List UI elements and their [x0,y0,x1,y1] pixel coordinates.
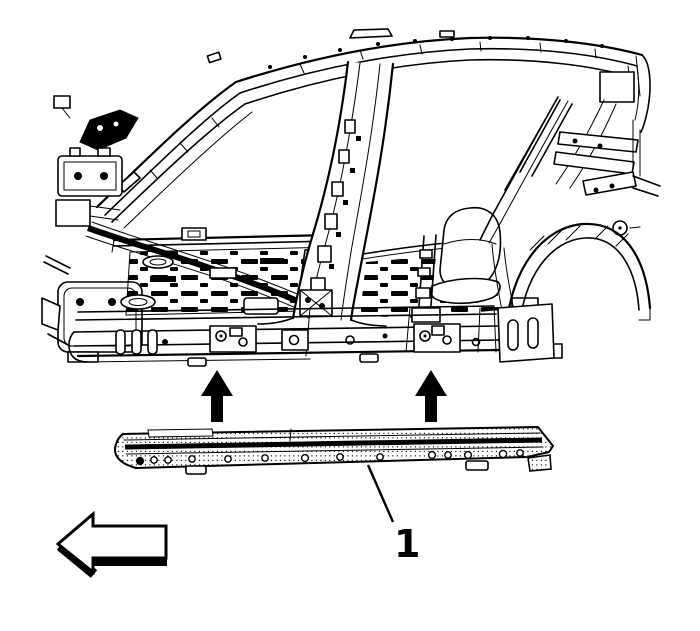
up-arrow-icon-front [201,370,233,422]
left-arrow-icon [55,510,168,576]
sill-bracket-mid [281,329,309,351]
callout-1: 1 [366,464,420,566]
roof-fasteners [268,36,604,69]
rocker-holes [135,449,524,466]
sill-rail [68,305,502,367]
install-arrows [201,370,447,422]
direction-arrow [55,510,168,578]
up-arrow-icon-rear [415,370,447,422]
floor-pan-texture [126,247,346,315]
sill-bracket-front [209,325,257,353]
rocker-panel-part [113,426,554,475]
roof-rail [206,28,644,105]
rear-lower-bracket [477,303,563,363]
rear-floor [360,206,539,323]
b-pillar [257,60,395,327]
rear-quarter [479,54,661,244]
callout-number: 1 [394,522,420,566]
rear-seat [429,206,502,305]
rear-wheel-arch [491,222,652,334]
callout-leader-line [366,464,395,523]
vehicle-body [41,28,661,367]
sill-bracket-rear [413,323,461,353]
front-beltline [111,227,333,253]
